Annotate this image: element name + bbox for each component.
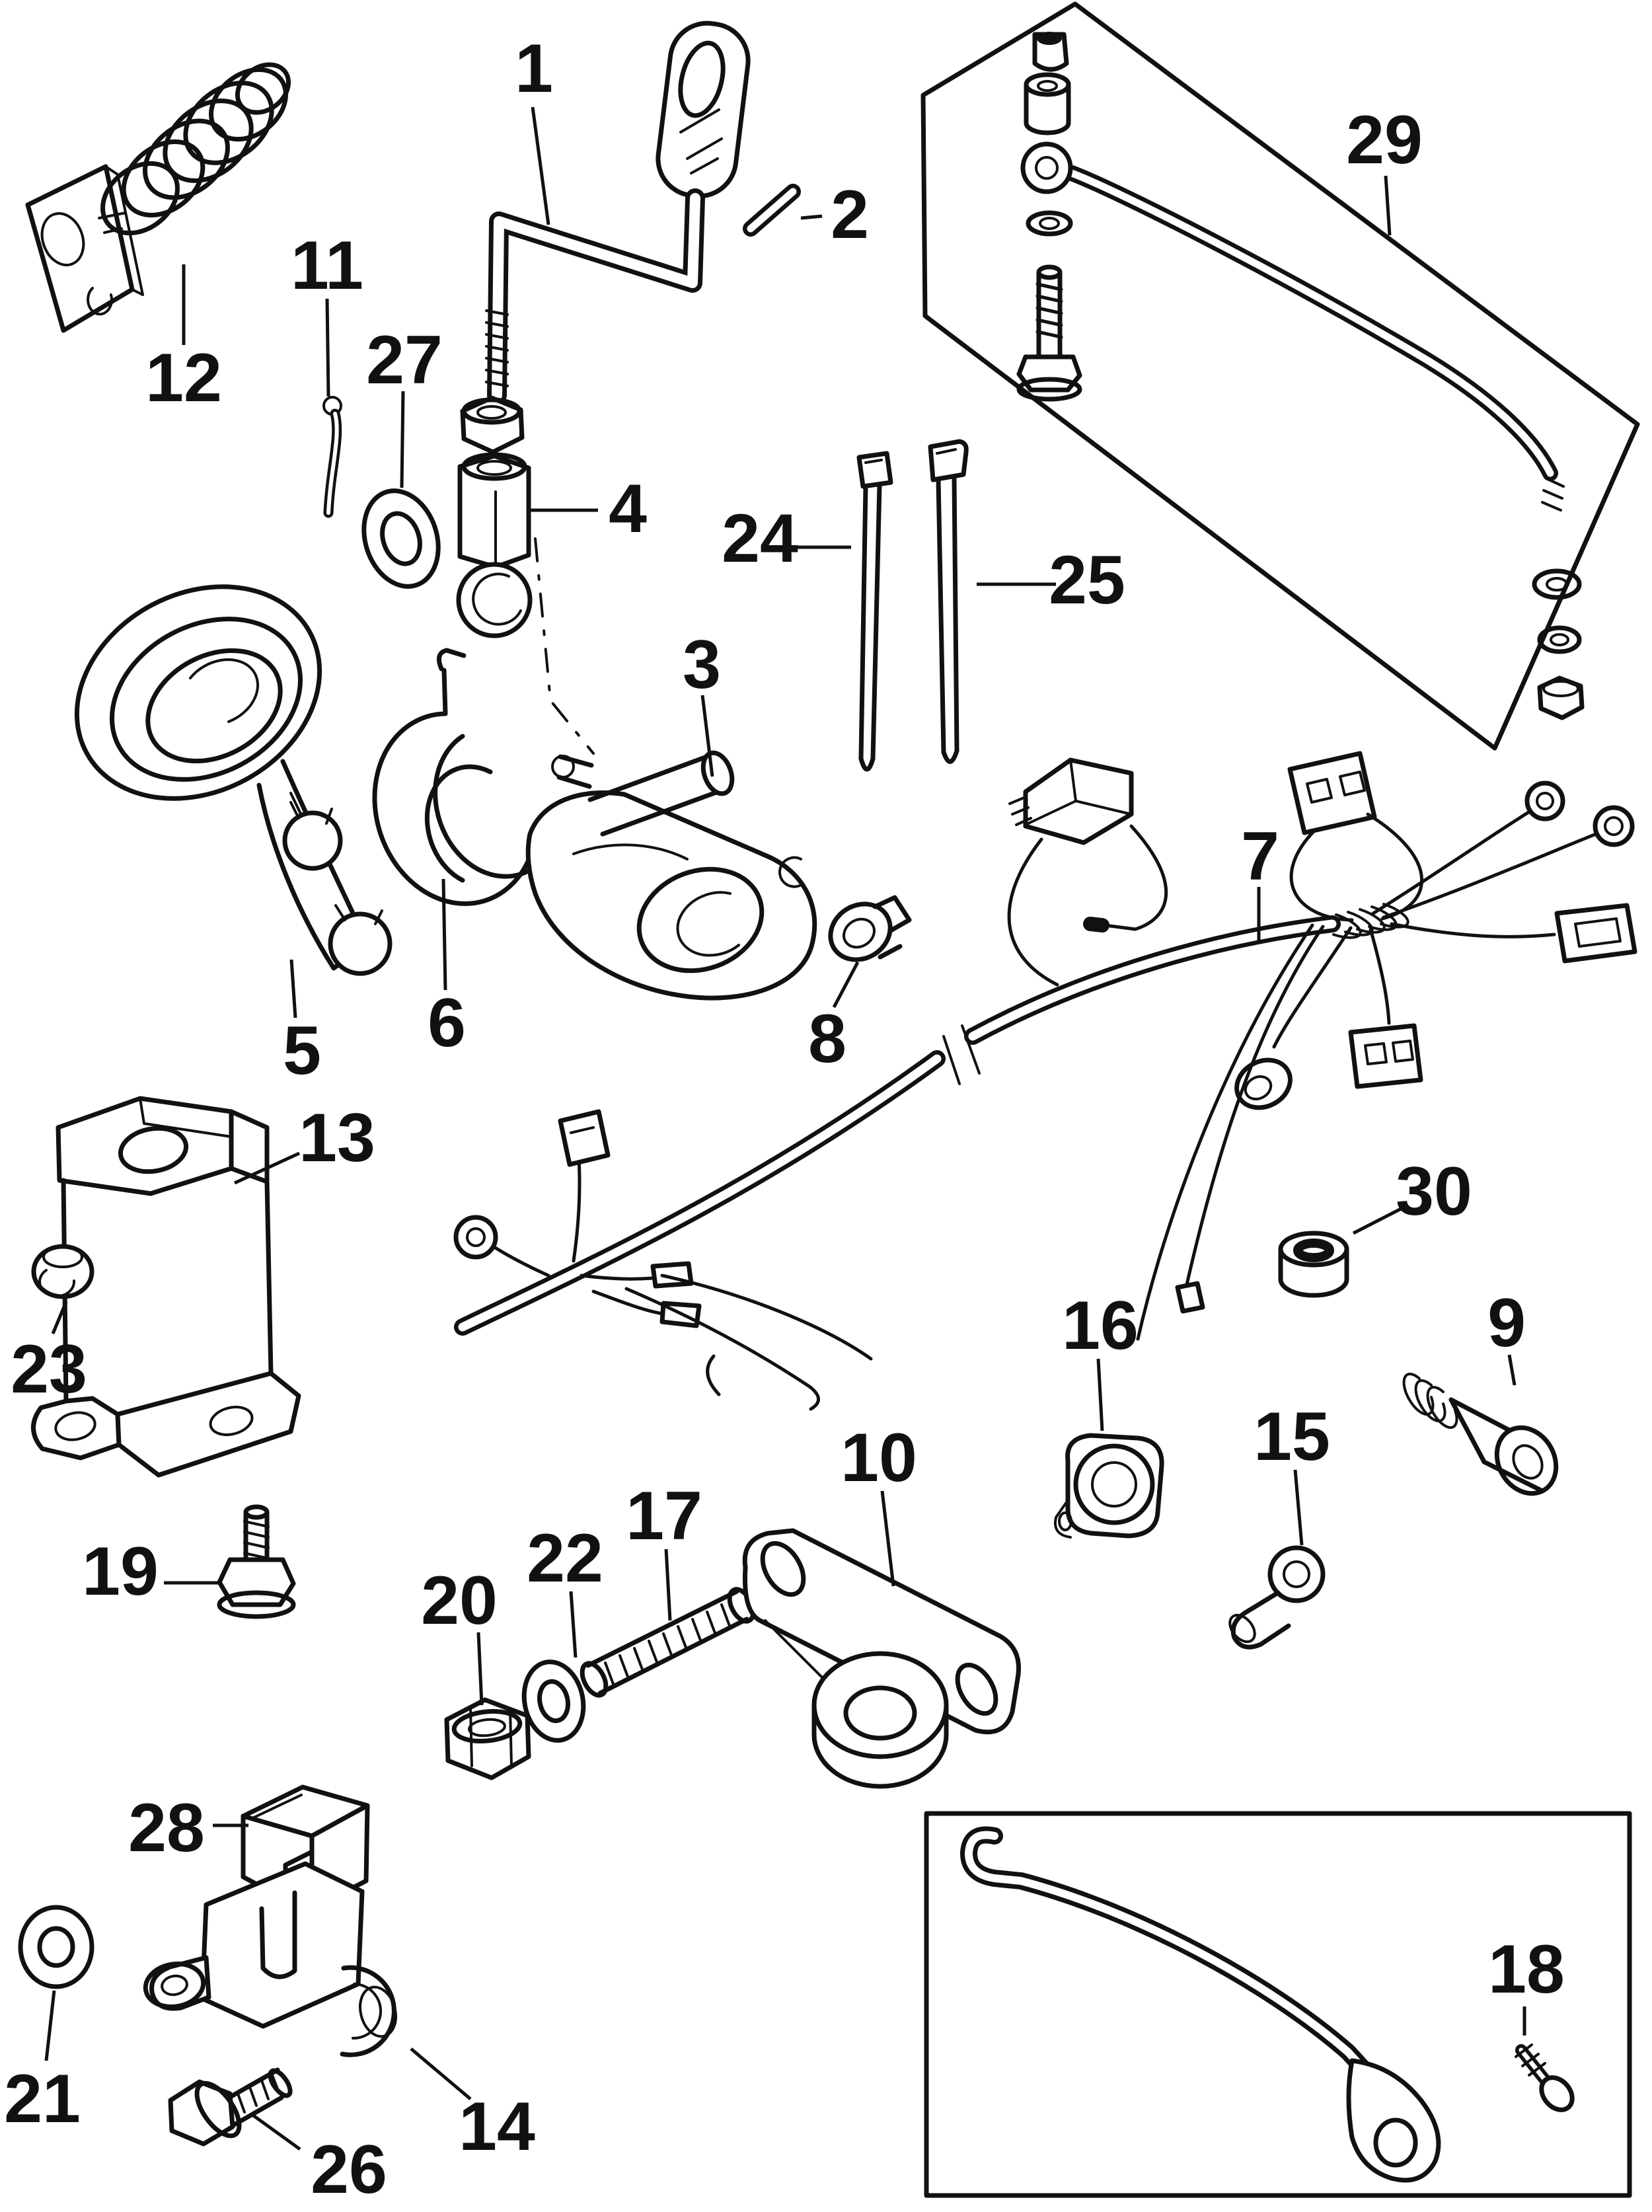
callout-leader-29 [1384,175,1392,236]
callout-number-1: 1 [515,30,553,107]
part-8-harness-clip [828,895,912,962]
part-2-clevis-pin [743,184,801,237]
callout-number-28: 28 [128,1790,205,1866]
callout-leader-23 [51,1301,68,1334]
callout-number-17: 17 [626,1478,702,1554]
callout-number-14: 14 [459,2088,535,2165]
callout-leader-6 [441,878,447,991]
callout-number-8: 8 [808,1001,846,1077]
part-11-cotter-pin [322,396,342,518]
callout-number-20: 20 [421,1562,498,1639]
callout-leader-3 [700,695,714,777]
part-22-washer [521,1659,586,1743]
part-3-shift-cam-housing [525,750,817,1001]
part-16-cable-grommet [1054,1433,1164,1539]
assembly-box-29 [920,1,1640,751]
callout-number-3: 3 [683,627,721,703]
callout-number-12: 12 [145,340,222,416]
callout-number-22: 22 [527,1520,603,1597]
callout-number-18: 18 [1488,1931,1565,2008]
callout-number-6: 6 [428,985,466,1061]
callout-leader-1 [531,106,550,225]
part-7-wiring-harness [453,751,1637,1411]
group-boxes [920,1,1640,2198]
part-13-bracket [31,1096,301,1478]
callout-leader-27 [400,391,405,488]
callout-number-13: 13 [299,1100,375,1176]
callout-leader-10 [880,1490,895,1587]
callout-leader-26 [251,2113,301,2151]
callout-leader-22 [569,1591,578,1658]
part-5-shift-lever [74,584,393,976]
callout-number-27: 27 [366,322,443,399]
callout-number-30: 30 [1396,1153,1472,1230]
part-4-cable-swivel [456,452,533,638]
part-28-angle-bracket [241,1784,370,1911]
part-23-grommet [31,1244,94,1299]
part-12-shift-boot [25,62,291,333]
callout-number-7: 7 [1241,818,1279,895]
callout-number-16: 16 [1062,1287,1139,1364]
callout-number-24: 24 [722,500,798,577]
part-27-locknut-stack [460,395,525,455]
callout-number-25: 25 [1049,542,1125,619]
callout-number-10: 10 [841,1420,917,1496]
part-21-washer [18,1905,94,1989]
callout-leader-11 [325,298,330,397]
callout-leader-16 [1096,1358,1104,1431]
callout-number-26: 26 [311,2131,387,2208]
part-14-cable-clamp-bracket [143,1861,397,2057]
assembly-box-18 [924,1811,1632,2198]
callout-number-5: 5 [283,1012,321,1089]
part-10-anchor-bracket [742,1528,1021,1789]
callout-number-23: 23 [11,1331,87,1408]
part-24-cable-tie [856,451,893,772]
callout-number-4: 4 [609,471,647,547]
part-9-threaded-adapter [1402,1373,1559,1496]
callout-leader-15 [1293,1469,1304,1546]
part-25-cable-tie [928,439,969,764]
callout-leader-14 [410,2047,472,2100]
callout-number-21: 21 [4,2061,81,2137]
callout-leader-5 [289,959,297,1018]
part-15-ring-terminal [1228,1545,1326,1650]
callout-number-2: 2 [831,176,869,253]
alignment-centerline-4-to-3 [534,537,595,755]
part-1-shift-rod [485,20,751,405]
part-30-grommet [1278,1231,1349,1298]
part-6-spring [372,648,539,906]
part-26-flange-bolt [168,2067,293,2147]
callout-leader-20 [476,1632,484,1706]
callout-number-29: 29 [1346,102,1423,178]
callout-leader-8 [832,961,860,1009]
callout-leader-9 [1507,1354,1517,1386]
callout-number-11: 11 [291,227,363,304]
callout-leader-17 [664,1548,672,1621]
part-20-locknut [444,1697,531,1780]
callout-number-19: 19 [82,1533,159,1610]
part-27-washer [361,488,441,589]
callout-leader-13 [233,1151,301,1185]
callout-leader-2 [800,214,823,220]
callout-number-9: 9 [1487,1285,1526,1361]
part-18-link-rod-and-screw [960,1826,1575,2183]
callout-number-15: 15 [1254,1398,1330,1475]
callout-leader-21 [44,1990,56,2061]
callout-leader-30 [1352,1205,1406,1235]
part-29-link-rod-assembly [1016,32,1585,720]
part-19-flange-bolt [217,1504,296,1619]
